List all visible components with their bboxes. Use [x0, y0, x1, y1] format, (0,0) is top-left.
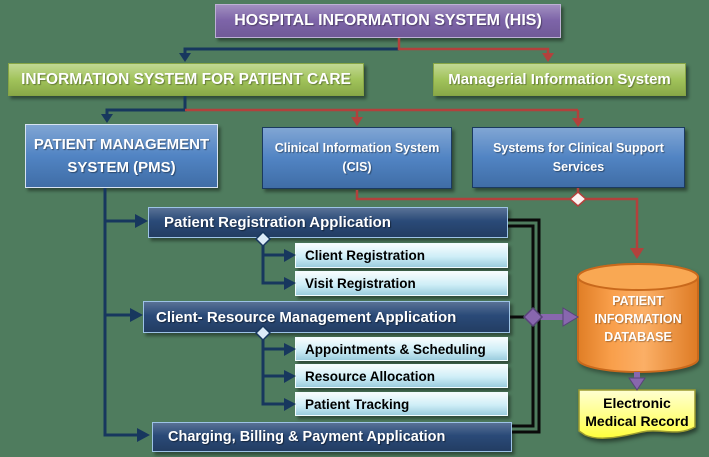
node-label-line2: SYSTEM (PMS): [67, 159, 176, 176]
node-appointments-scheduling: Appointments & Scheduling: [295, 337, 508, 361]
node-client-registration: Client Registration: [295, 243, 508, 268]
node-label: Resource Allocation: [305, 368, 436, 384]
node-electronic-medical-record: Electronic Medical Record: [580, 394, 694, 430]
node-label-line2: (CIS): [342, 160, 372, 174]
node-clinical-information-system: Clinical Information System (CIS): [262, 127, 452, 189]
node-charging-billing-payment-application: Charging, Billing & Payment Application: [152, 422, 512, 452]
connector-his-to-ispc: [179, 47, 399, 62]
node-label-line1: PATIENT MANAGEMENT: [33, 135, 210, 153]
node-label: Client- Resource Management Application: [156, 308, 457, 326]
node-patient-information-database: PATIENT INFORMATION DATABASE: [585, 292, 691, 346]
node-label-line1: Electronic: [603, 395, 671, 411]
node-systems-for-clinical-support-services: Systems for Clinical Support Services: [472, 127, 685, 188]
node-label: HOSPITAL INFORMATION SYSTEM (HIS): [234, 12, 542, 29]
node-label: INFORMATION SYSTEM FOR PATIENT CARE: [21, 70, 351, 88]
connector-black-loop: [508, 218, 541, 434]
node-information-system-for-patient-care: INFORMATION SYSTEM FOR PATIENT CARE: [8, 63, 364, 96]
node-label: Visit Registration: [305, 276, 416, 291]
node-visit-registration: Visit Registration: [295, 271, 508, 296]
node-label: Patient Tracking: [305, 396, 410, 412]
node-client-resource-management-application: Client- Resource Management Application: [143, 301, 510, 333]
node-label-line1: Clinical Information System: [274, 141, 440, 156]
connector-his-to-mis: [397, 38, 554, 62]
node-hospital-information-system: HOSPITAL INFORMATION SYSTEM (HIS): [215, 4, 561, 38]
connector-pra-to-registrations: [254, 230, 296, 290]
connector-database-to-emr: [628, 372, 646, 391]
node-label: Patient Registration Application: [164, 214, 391, 231]
node-managerial-information-system: Managerial Information System: [433, 63, 686, 96]
node-label-line3: DATABASE: [604, 330, 672, 345]
node-patient-management-system: PATIENT MANAGEMENT SYSTEM (PMS): [25, 124, 218, 188]
node-patient-registration-application: Patient Registration Application: [148, 207, 508, 238]
node-patient-tracking: Patient Tracking: [295, 392, 508, 416]
node-label: Managerial Information System: [448, 71, 671, 88]
connector-crma-to-subapps: [254, 324, 296, 411]
node-label: Client Registration: [305, 248, 426, 263]
node-label: Charging, Billing & Payment Application: [168, 429, 446, 445]
node-resource-allocation: Resource Allocation: [295, 364, 508, 388]
connector-crma-to-database: [510, 306, 579, 328]
connector-ispc-to-cis-scss: [185, 108, 584, 127]
node-label: Appointments & Scheduling: [305, 341, 486, 357]
node-label-line2: Medical Record: [585, 413, 689, 430]
node-label-line2: INFORMATION: [594, 312, 682, 327]
node-label-line2: Services: [552, 159, 605, 174]
node-label-line1: Systems for Clinical Support: [493, 140, 664, 155]
connector-ispc-to-pms: [101, 96, 187, 123]
node-label-line1: PATIENT: [612, 294, 664, 308]
